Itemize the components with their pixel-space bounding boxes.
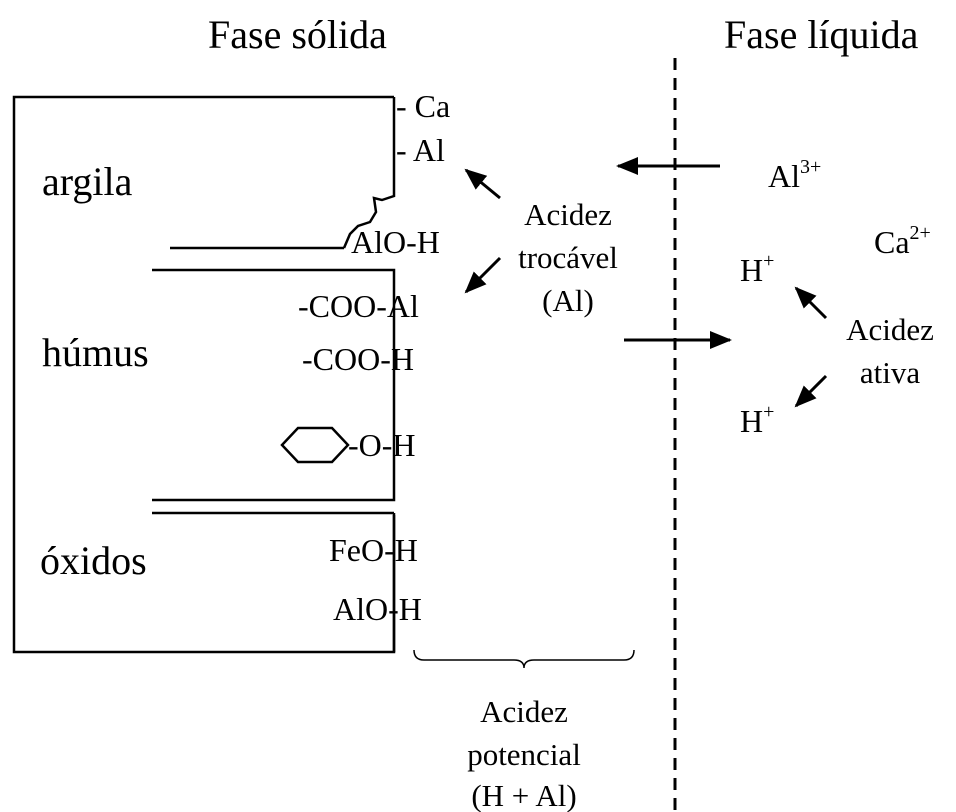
region-oxides-label: óxidos: [40, 538, 147, 583]
potential-acidity-line3: (H + Al): [471, 778, 576, 812]
active-acidity-line2: ativa: [860, 355, 920, 390]
potential-acidity-brace: [413, 649, 635, 669]
aromatic-ring-icon: [280, 426, 350, 464]
ion-h-lower: H+: [740, 401, 774, 439]
arrow-to-h-upper: [794, 286, 828, 320]
group-coo-h: -COO-H: [302, 341, 414, 377]
region-clay-label: argila: [42, 159, 133, 204]
humus-boundary: [152, 268, 396, 502]
liquid-phase-title: Fase líquida: [724, 12, 919, 57]
group-ca: - Ca: [396, 88, 450, 124]
region-humus-label: húmus: [42, 330, 149, 375]
arrow-to-al: [464, 168, 501, 200]
group-coo-al: -COO-Al: [298, 288, 419, 324]
exchangeable-acidity-line2: trocável: [518, 240, 618, 275]
arrow-to-h-lower: [794, 374, 828, 408]
arrow-to-coo-al: [464, 256, 502, 294]
active-acidity-line1: Acidez: [846, 312, 934, 347]
ion-h-upper: H+: [740, 250, 774, 288]
group-feo-h: FeO-H: [329, 532, 418, 568]
solid-phase-title: Fase sólida: [208, 12, 387, 57]
group-alo-h-clay: AlO-H: [351, 224, 440, 260]
potential-acidity-line2: potencial: [467, 737, 581, 772]
group-alo-h-oxide: AlO-H: [333, 591, 422, 627]
group-o-h: -O-H: [348, 427, 416, 463]
group-al: - Al: [396, 132, 445, 168]
potential-acidity-line1: Acidez: [480, 694, 568, 729]
ion-al3: Al3+: [768, 156, 821, 194]
exchangeable-acidity-line1: Acidez: [524, 197, 612, 232]
exchangeable-acidity-line3: (Al): [542, 283, 594, 318]
clay-broken-edge: [342, 97, 396, 249]
ion-ca2: Ca2+: [874, 222, 931, 260]
